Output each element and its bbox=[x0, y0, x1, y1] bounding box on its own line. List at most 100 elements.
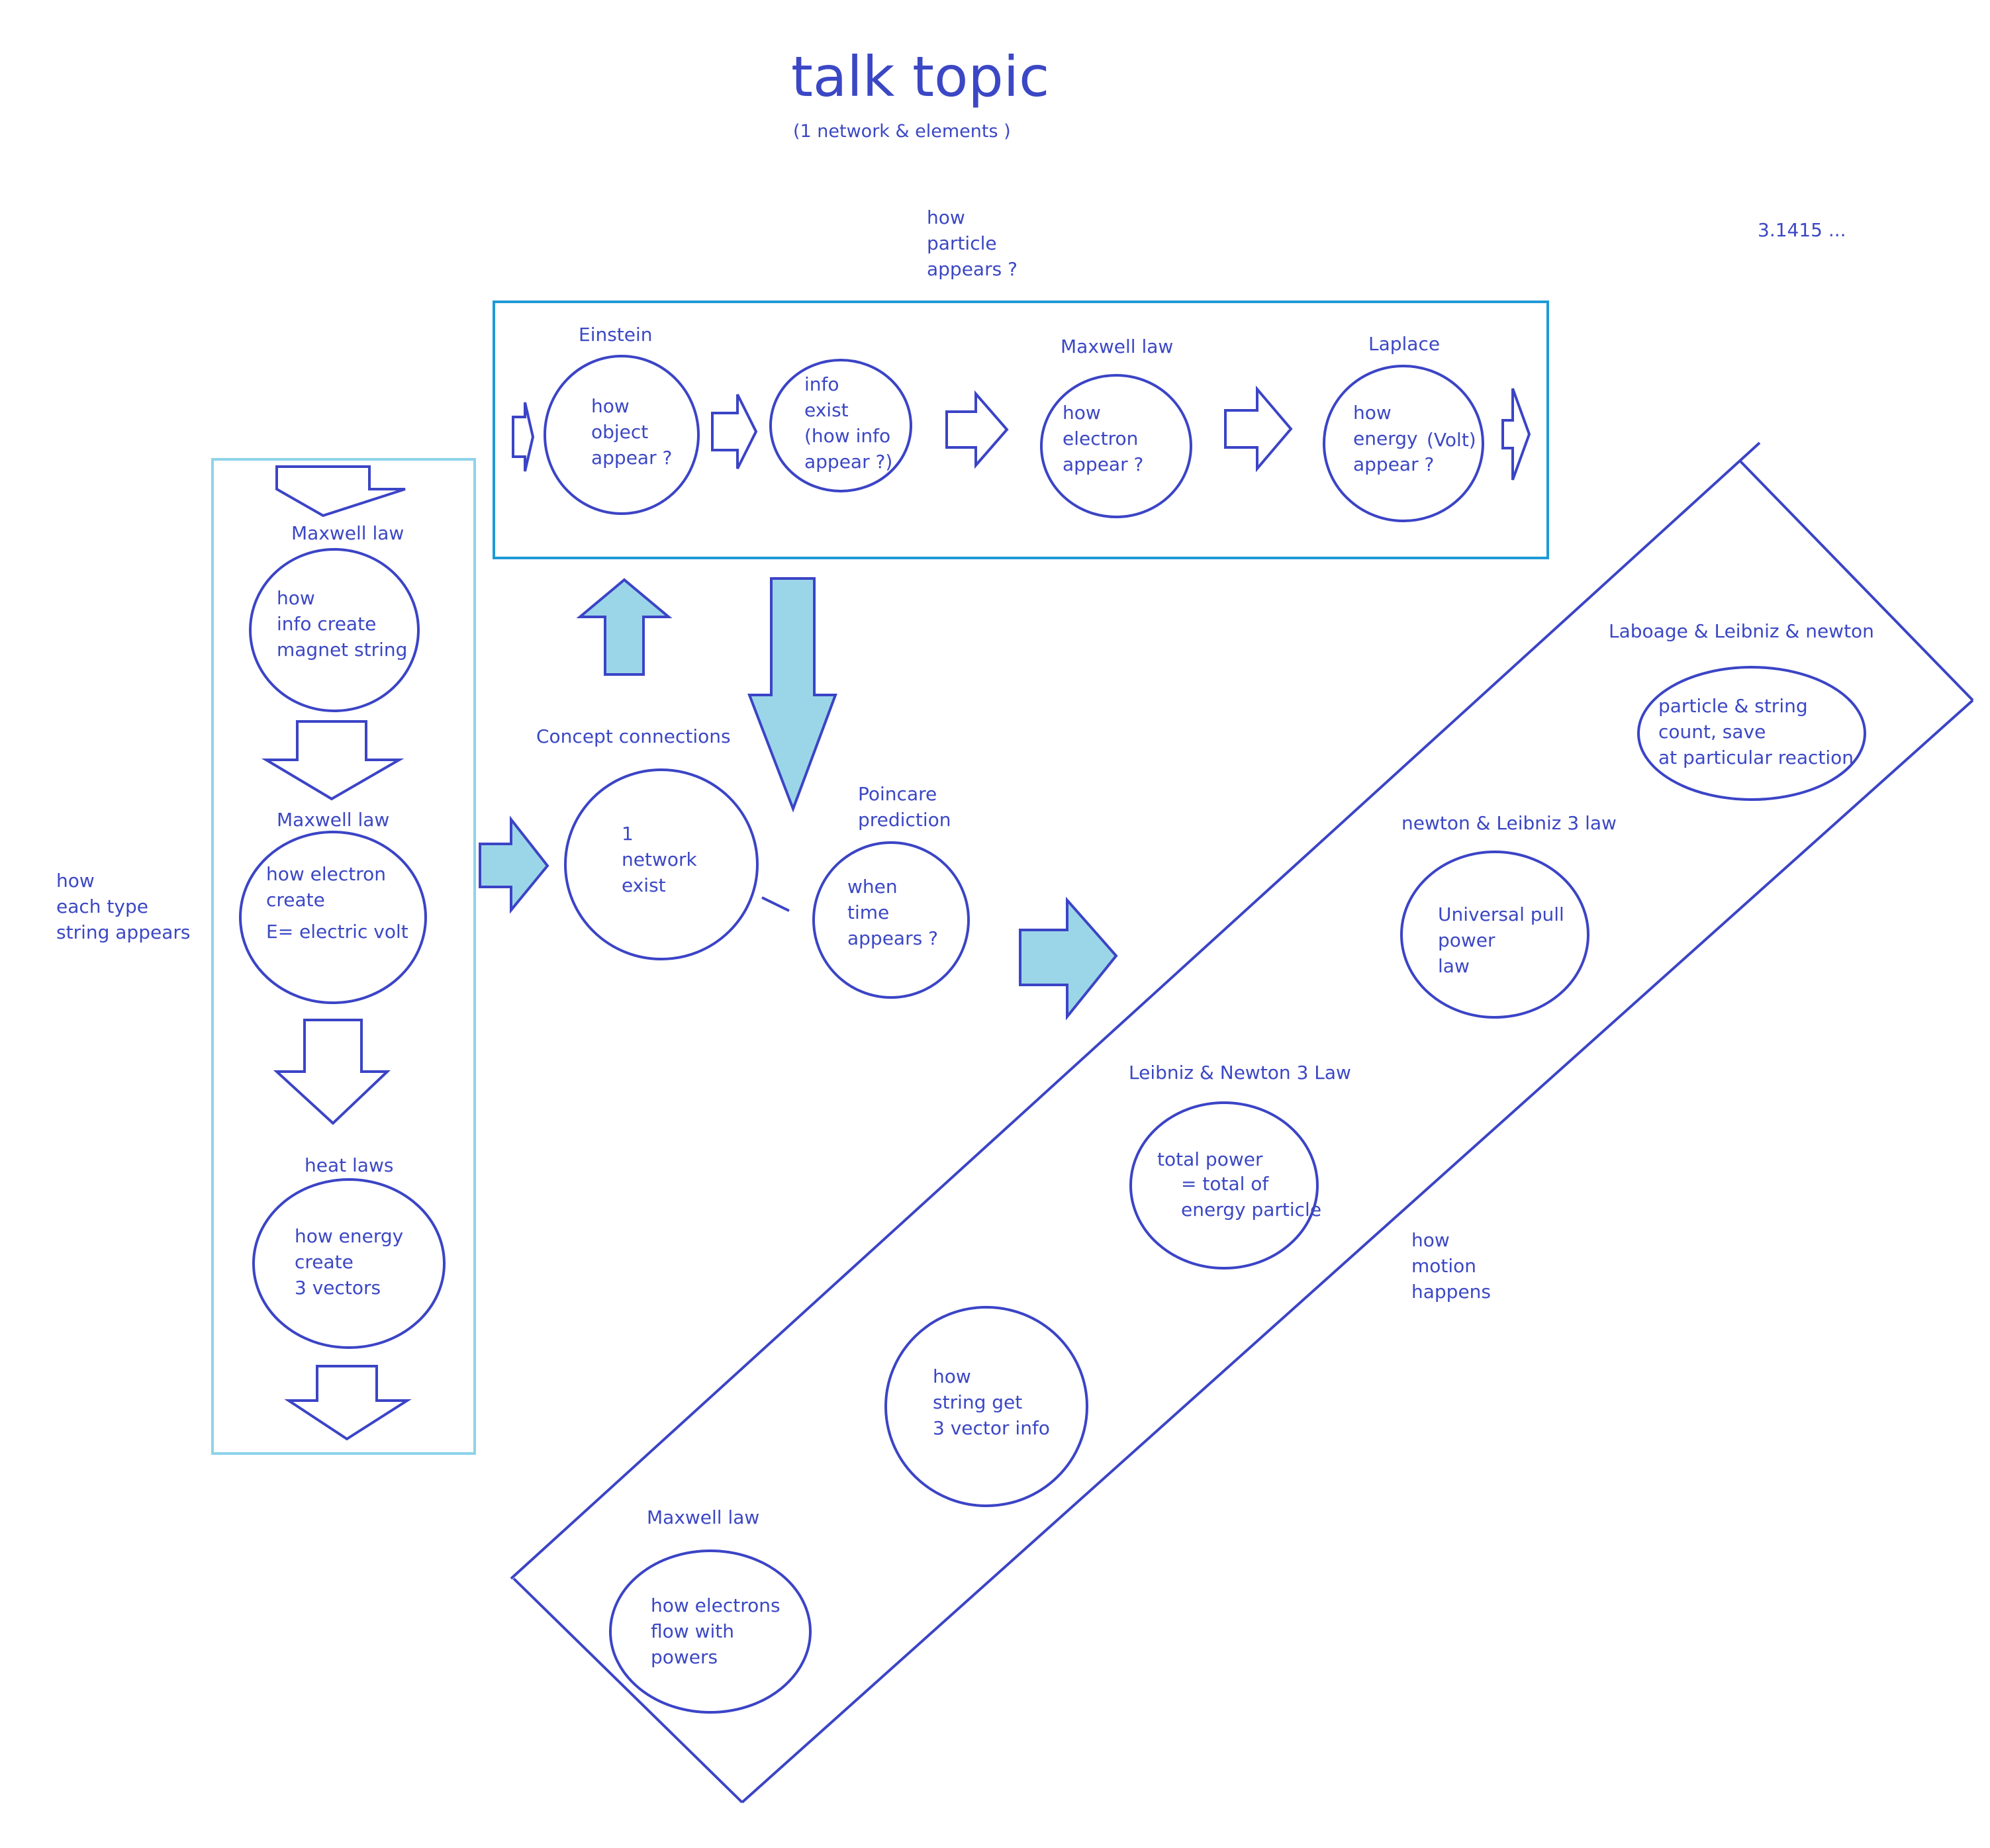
top-heading-line: how bbox=[927, 207, 965, 228]
node-line: network bbox=[622, 849, 697, 870]
node-circle bbox=[1400, 851, 1589, 1019]
node-circle bbox=[769, 359, 912, 492]
right-heading-line: happens bbox=[1411, 1281, 1491, 1303]
right-heading: how motion happens bbox=[1411, 1229, 1491, 1303]
right-arrow-icon bbox=[1224, 385, 1293, 473]
node-label: Maxwell law bbox=[277, 809, 389, 831]
node-laplace: Laplace how energy appear ? (Volt) bbox=[1323, 333, 1484, 522]
node-line: object bbox=[591, 421, 648, 443]
node-left-heat: heat laws how energy create 3 vectors bbox=[252, 1154, 446, 1349]
node-circle bbox=[564, 768, 759, 960]
node-line: particle & string bbox=[1658, 695, 1808, 717]
node-circle bbox=[239, 831, 427, 1004]
pi-note: 3.1415 ... bbox=[1758, 219, 1846, 241]
node-poincare: Poincare prediction when time appears ? bbox=[812, 783, 970, 999]
top-heading-line: particle bbox=[927, 232, 997, 254]
right-arrow-icon bbox=[1501, 388, 1531, 481]
node-circle bbox=[1040, 374, 1192, 518]
node-diag-electrons-flow: Maxwell law how electrons flow with powe… bbox=[609, 1506, 812, 1714]
left-heading-line: string appears bbox=[56, 921, 190, 943]
node-line: total power bbox=[1157, 1148, 1263, 1170]
down-arrow-icon bbox=[273, 1019, 391, 1125]
top-row-frame bbox=[493, 300, 1549, 559]
node-circle bbox=[252, 1178, 446, 1349]
node-line: info bbox=[804, 373, 839, 395]
down-arrow-icon bbox=[747, 577, 837, 813]
node-circle bbox=[812, 841, 970, 999]
node-line: electron bbox=[1063, 428, 1138, 449]
node-label: Maxwell law bbox=[647, 1506, 759, 1528]
node-line: time bbox=[847, 901, 889, 923]
down-arrow-icon bbox=[284, 1365, 412, 1441]
left-column-frame bbox=[211, 458, 476, 1455]
node-line: 3 vector info bbox=[933, 1417, 1050, 1439]
node-label: Laboage & Leibniz & newton bbox=[1609, 620, 1874, 642]
diagonal-frame bbox=[510, 441, 1974, 1804]
node-line: info create bbox=[277, 613, 376, 635]
node-line: 3 vectors bbox=[295, 1277, 381, 1299]
node-circle bbox=[1129, 1101, 1319, 1270]
node-line: when bbox=[847, 876, 898, 898]
node-line: magnet string bbox=[277, 639, 407, 661]
node-line: exist bbox=[622, 874, 666, 896]
node-circle bbox=[1637, 666, 1866, 801]
right-arrow-icon bbox=[1019, 896, 1118, 1021]
node-line: flow with bbox=[651, 1620, 734, 1642]
node-circle bbox=[249, 548, 420, 712]
top-heading: how particle appears ? bbox=[927, 207, 1018, 280]
node-label: Laplace bbox=[1368, 333, 1440, 355]
node-line: how bbox=[933, 1365, 971, 1387]
node-diag-string-vector: how string get 3 vector info bbox=[884, 1306, 1088, 1507]
right-arrow-icon bbox=[711, 394, 758, 469]
node-line: how bbox=[1063, 402, 1101, 424]
node-left-maxwell-1: Maxwell law how info create magnet strin… bbox=[249, 522, 420, 712]
right-heading-line: how bbox=[1411, 1229, 1450, 1251]
node-circle bbox=[609, 1549, 812, 1714]
top-row-arrows bbox=[512, 385, 1531, 481]
node-label: Einstein bbox=[579, 324, 653, 346]
node-note: (Volt) bbox=[1427, 429, 1476, 451]
node-label: Poincare bbox=[858, 783, 937, 805]
node-label: Concept connections bbox=[536, 725, 731, 747]
node-line: E= electric volt bbox=[266, 921, 408, 943]
node-line: powers bbox=[651, 1646, 718, 1668]
node-maxwell-electron: Maxwell law how electron appear ? bbox=[1040, 336, 1192, 518]
node-line: power bbox=[1438, 929, 1495, 951]
node-line: appear ? bbox=[1353, 453, 1434, 475]
node-label: newton & Leibniz 3 law bbox=[1401, 812, 1617, 834]
node-circle bbox=[884, 1306, 1088, 1507]
right-arrow-icon bbox=[512, 402, 535, 472]
node-line: how energy bbox=[295, 1225, 403, 1247]
node-label: prediction bbox=[858, 809, 951, 831]
node-line: how bbox=[277, 587, 315, 609]
node-line: energy particle bbox=[1181, 1199, 1321, 1221]
connector-line bbox=[761, 896, 790, 912]
left-column-arrows bbox=[261, 465, 412, 1441]
node-network: Concept connections 1 network exist bbox=[536, 725, 759, 960]
node-line: energy bbox=[1353, 428, 1418, 449]
node-einstein: Einstein how object appear ? bbox=[544, 324, 700, 515]
diagram-title: talk topic bbox=[791, 44, 1049, 109]
left-heading-line: how bbox=[56, 870, 95, 892]
node-line: create bbox=[295, 1251, 354, 1273]
node-label: Maxwell law bbox=[291, 522, 404, 544]
diagram-subtitle: (1 network & elements ) bbox=[793, 121, 1011, 142]
node-circle bbox=[544, 355, 700, 515]
node-line: string get bbox=[933, 1391, 1022, 1413]
node-line: (how info bbox=[804, 425, 890, 447]
node-diag-total-power: Leibniz & Newton 3 Law total power = tot… bbox=[1129, 1062, 1351, 1270]
node-line: appear ? bbox=[1063, 453, 1143, 475]
node-line: exist bbox=[804, 399, 849, 421]
node-line: = total of bbox=[1181, 1173, 1269, 1195]
node-label: heat laws bbox=[305, 1154, 393, 1176]
node-line: how bbox=[1353, 402, 1392, 424]
right-arrow-icon bbox=[479, 815, 549, 914]
node-line: at particular reaction bbox=[1658, 747, 1854, 768]
node-label: Maxwell law bbox=[1061, 336, 1173, 357]
node-line: count, save bbox=[1658, 721, 1766, 743]
node-diag-universal-pull: newton & Leibniz 3 law Universal pull po… bbox=[1400, 812, 1617, 1019]
top-heading-line: appears ? bbox=[927, 258, 1018, 280]
node-line: create bbox=[266, 889, 325, 911]
